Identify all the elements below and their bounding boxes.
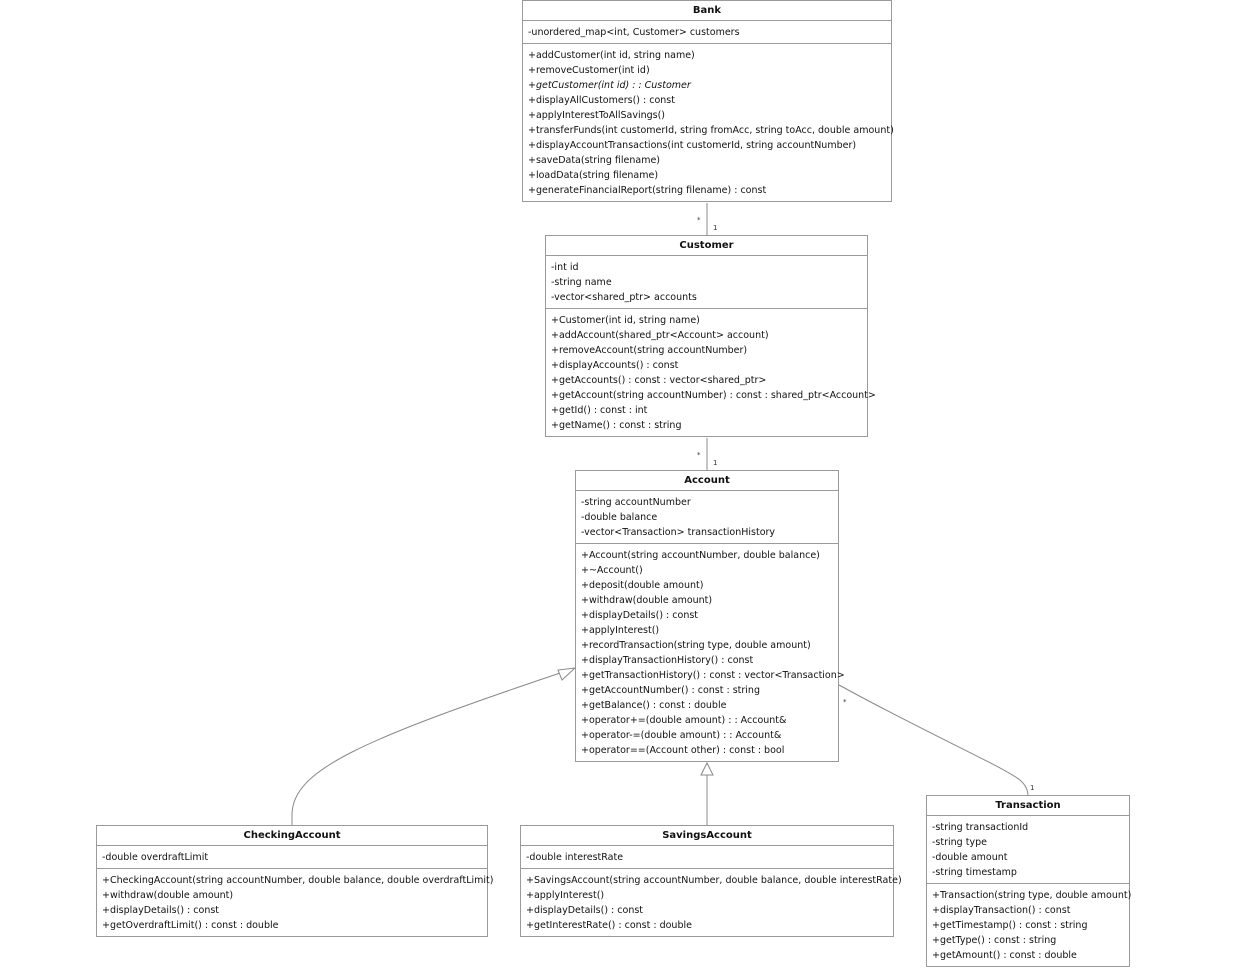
method: +CheckingAccount(string accountNumber, d… (102, 875, 494, 886)
method: +getAccountNumber() : const : string (581, 685, 760, 696)
attribute: -double balance (581, 512, 658, 523)
method: +displayTransactionHistory() : const (581, 655, 754, 666)
class-bank[interactable]: Bank -unordered_map<int, Customer> custo… (522, 0, 894, 202)
class-name: Customer (546, 236, 867, 256)
method: +displayTransaction() : const (932, 905, 1071, 916)
methods-section: +addCustomer(int id, string name) +remov… (523, 43, 894, 201)
attribute: -double amount (932, 852, 1008, 863)
method: +withdraw(double amount) (581, 595, 713, 606)
method: +displayDetails() : const (581, 610, 699, 621)
account-transaction-mult-one: 1 (1030, 784, 1034, 792)
method: +recordTransaction(string type, double a… (581, 640, 811, 651)
method: +getAccounts() : const : vector<shared_p… (551, 375, 767, 386)
class-transaction[interactable]: Transaction -string transactionId -strin… (926, 795, 1132, 967)
methods-section: +Customer(int id, string name) +addAccou… (546, 308, 876, 436)
attribute: -vector<shared_ptr> accounts (551, 292, 697, 303)
attribute: -string transactionId (932, 822, 1029, 833)
method: +getAmount() : const : double (932, 950, 1077, 961)
attribute: -vector<Transaction> transactionHistory (581, 527, 776, 538)
method: +getAccount(string accountNumber) : cons… (551, 390, 876, 401)
method: +displayAccounts() : const (551, 360, 679, 371)
bank-customer-mult-one: 1 (713, 224, 717, 232)
method: +saveData(string filename) (528, 155, 660, 166)
method: +displayAllCustomers() : const (528, 95, 675, 106)
method: +getInterestRate() : const : double (526, 920, 692, 931)
customer-account-mult-many: * (697, 451, 701, 459)
methods-section: +Transaction(string type, double amount)… (927, 883, 1132, 966)
method: +getId() : const : int (551, 405, 648, 416)
attribute: -string timestamp (932, 867, 1017, 878)
attributes-section: -string accountNumber -double balance -v… (576, 491, 838, 543)
attribute: -string accountNumber (581, 497, 691, 508)
attribute: -string type (932, 837, 987, 848)
method: +generateFinancialReport(string filename… (528, 185, 767, 196)
attribute: -int id (551, 262, 579, 273)
attributes-section: -unordered_map<int, Customer> customers (523, 21, 891, 43)
class-name: SavingsAccount (521, 826, 893, 846)
class-checking-account[interactable]: CheckingAccount -double overdraftLimit +… (96, 825, 494, 937)
account-transaction-mult-many: * (843, 698, 847, 706)
class-savings-account[interactable]: SavingsAccount -double interestRate +Sav… (520, 825, 902, 937)
attributes-section: -string transactionId -string type -doub… (927, 816, 1129, 883)
class-customer[interactable]: Customer -int id -string name -vector<sh… (545, 235, 876, 437)
method: +getOverdraftLimit() : const : double (102, 920, 279, 931)
account-transaction-association (838, 684, 1029, 797)
method: +SavingsAccount(string accountNumber, do… (526, 875, 902, 886)
method: +getType() : const : string (932, 935, 1057, 946)
method: +applyInterestToAllSavings() (528, 110, 666, 121)
methods-section: +CheckingAccount(string accountNumber, d… (97, 868, 494, 936)
method: +getTransactionHistory() : const : vecto… (581, 670, 845, 681)
method: +operator==(Account other) : const : boo… (581, 745, 785, 756)
method: +addCustomer(int id, string name) (528, 50, 695, 61)
method: +transferFunds(int customerId, string fr… (528, 125, 894, 136)
class-name: Transaction (927, 796, 1129, 816)
method: +addAccount(shared_ptr<Account> account) (551, 330, 769, 341)
bank-customer-mult-many: * (697, 216, 701, 224)
class-name: CheckingAccount (97, 826, 487, 846)
method: +getBalance() : const : double (581, 700, 727, 711)
methods-section: +SavingsAccount(string accountNumber, do… (521, 868, 902, 936)
class-name: Bank (523, 1, 891, 21)
method: +Account(string accountNumber, double ba… (581, 550, 820, 561)
method: +displayDetails() : const (526, 905, 644, 916)
savings-generalization-arrowhead (700, 761, 714, 776)
method: +getTimestamp() : const : string (932, 920, 1088, 931)
method: +withdraw(double amount) (102, 890, 234, 901)
attribute: -string name (551, 277, 612, 288)
checking-inherits-account (291, 667, 576, 825)
abstract-method: +getCustomer(int id) : : Customer (528, 80, 691, 91)
attributes-section: -double overdraftLimit (97, 846, 487, 868)
method: +loadData(string filename) (528, 170, 659, 181)
method: +deposit(double amount) (581, 580, 704, 591)
method: +applyInterest() (526, 890, 605, 901)
method: +operator-=(double amount) : : Account& (581, 730, 782, 741)
method: +displayDetails() : const (102, 905, 220, 916)
method: +Customer(int id, string name) (551, 315, 700, 326)
method: +removeCustomer(int id) (528, 65, 650, 76)
attribute: -double overdraftLimit (102, 852, 209, 863)
attribute: -unordered_map<int, Customer> customers (528, 27, 740, 38)
method: +applyInterest() (581, 625, 660, 636)
class-account[interactable]: Account -string accountNumber -double ba… (575, 470, 845, 762)
attribute: -double interestRate (526, 852, 624, 863)
method: +getName() : const : string (551, 420, 682, 431)
class-name: Account (576, 471, 838, 491)
method: +~Account() (581, 565, 643, 576)
method: +displayAccountTransactions(int customer… (528, 140, 857, 151)
checking-generalization-arrowhead (557, 667, 577, 681)
method: +removeAccount(string accountNumber) (551, 345, 748, 356)
methods-section: +Account(string accountNumber, double ba… (576, 543, 845, 761)
attributes-section: -double interestRate (521, 846, 893, 868)
method: +operator+=(double amount) : : Account& (581, 715, 787, 726)
customer-account-mult-one: 1 (713, 459, 717, 467)
method: +Transaction(string type, double amount) (932, 890, 1132, 901)
attributes-section: -int id -string name -vector<shared_ptr>… (546, 256, 867, 308)
